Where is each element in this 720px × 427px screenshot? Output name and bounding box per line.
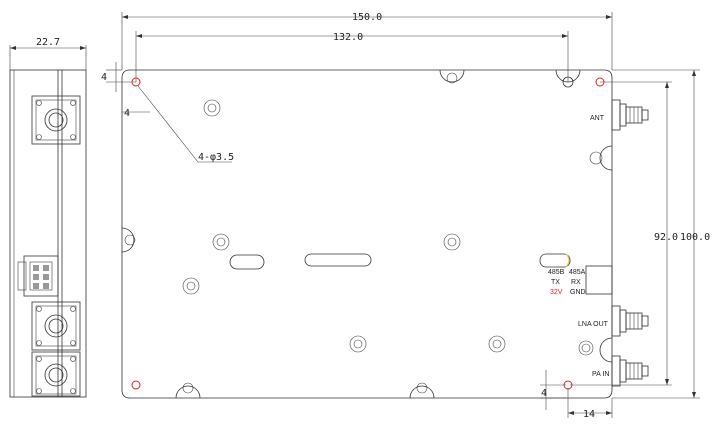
side-width-label: 22.7 xyxy=(36,37,60,48)
hole-spacing-y-label: 92.0 xyxy=(654,232,678,243)
overall-width-label: 150.0 xyxy=(352,12,382,23)
side-body xyxy=(9,69,87,398)
hole-spec-label: 4-φ3.5 xyxy=(198,152,234,163)
terminal-rx: RX xyxy=(571,279,581,286)
bottom-offset-label: 4 xyxy=(541,388,547,399)
overall-height-label: 100.0 xyxy=(680,232,710,243)
side-connector-ant xyxy=(31,95,81,145)
side-connector-pa xyxy=(31,351,81,397)
terminal-housing xyxy=(585,265,613,295)
interior-bosses xyxy=(182,99,506,353)
hole-spacing-x-label: 132.0 xyxy=(333,32,363,43)
slot-left xyxy=(229,254,265,270)
sma-connector-ant xyxy=(611,99,649,131)
module-body xyxy=(121,69,613,399)
sma-connector-lna xyxy=(611,305,649,337)
sma-connector-pa xyxy=(611,355,649,387)
terminal-tx: TX xyxy=(551,279,560,286)
edge-offset-top-label: 4 xyxy=(101,72,107,83)
mounting-hole-bl xyxy=(131,380,141,390)
lna-out-label: LNA OUT xyxy=(578,321,609,328)
edge-offset-left-label: 4 xyxy=(124,108,130,119)
mounting-hole-tl xyxy=(131,77,141,87)
terminal-485b: 485B xyxy=(548,269,565,276)
side-view: 22.7 xyxy=(9,37,87,398)
slot-center xyxy=(304,253,372,267)
terminal-485a: 485A xyxy=(569,269,586,276)
ant-label: ANT xyxy=(590,115,605,122)
top-view: 150.0 132.0 4 4 4-φ3.5 xyxy=(101,12,710,420)
terminal-plug xyxy=(539,253,571,268)
terminal-32v: 32V xyxy=(550,289,563,296)
terminal-gnd: GND xyxy=(570,289,586,296)
pa-in-label: PA IN xyxy=(592,371,609,378)
side-connector-lna xyxy=(31,301,81,351)
side-terminal-block xyxy=(23,255,59,297)
bottom-spacing-label: 14 xyxy=(583,409,595,420)
